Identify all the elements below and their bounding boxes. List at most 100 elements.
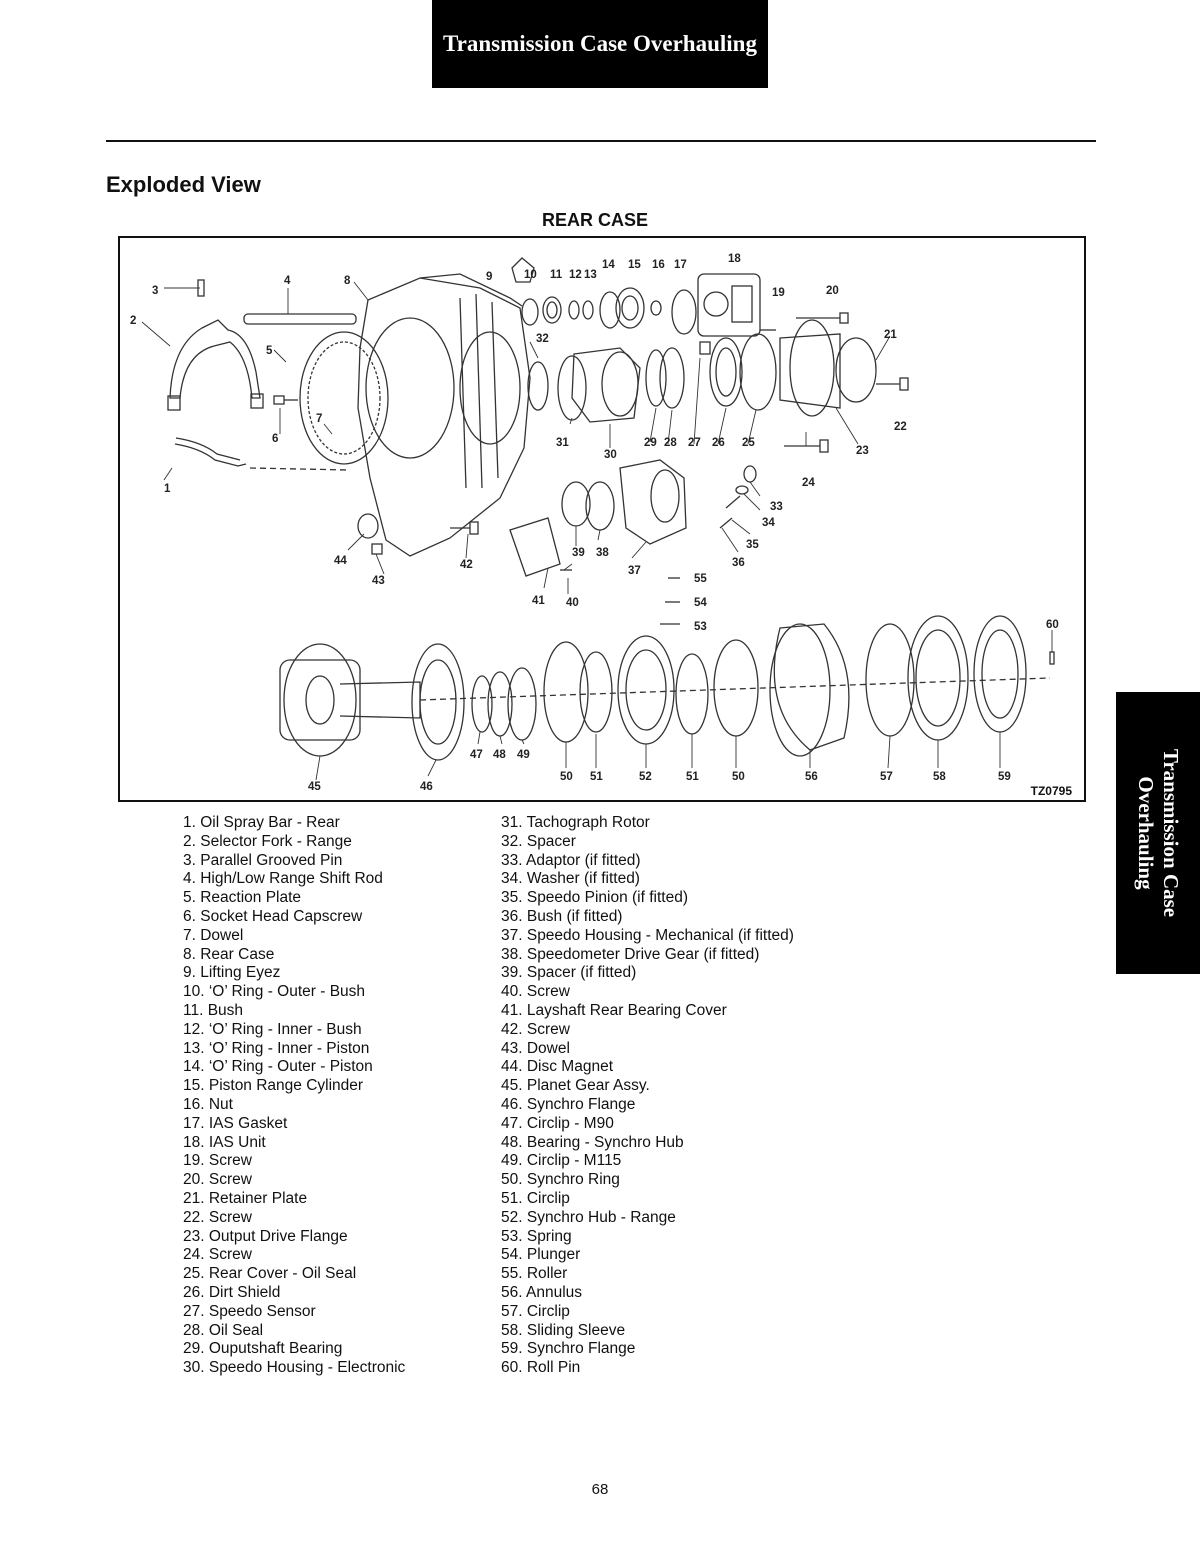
parts-list-item: 31. Tachograph Rotor (501, 814, 650, 831)
speedo-sensor (699, 341, 711, 355)
callout-22: 22 (894, 421, 907, 433)
parts-list-left: 1. Oil Spray Bar - Rear 2. Selector Fork… (183, 814, 405, 1378)
parts-list-item: 43. Dowel (501, 1039, 570, 1057)
exploded-view-figure: 1 2 3 4 5 6 7 8 9 10 11 12 13 14 15 16 1… (118, 236, 1086, 802)
callout-34: 34 (762, 517, 775, 529)
parts-list-item: 49. Circlip - M115 (501, 1152, 622, 1170)
callout-56: 56 (805, 771, 818, 783)
callout-18: 18 (728, 253, 741, 265)
section-title: Exploded View (106, 172, 261, 197)
parts-list-item: 22. Screw (183, 1208, 252, 1226)
parts-list-item: 50. Synchro Ring (501, 1171, 620, 1189)
shift-rod (243, 313, 357, 325)
callout-41: 41 (532, 595, 545, 607)
parts-list-item: 33. Adaptor (if fitted) (501, 851, 641, 869)
callout-48: 48 (493, 749, 506, 761)
parts-list-item: 35. Speedo Pinion (if fitted) (501, 889, 688, 907)
parts-list-item: 15. Piston Range Cylinder (183, 1077, 364, 1095)
callout-25: 25 (742, 437, 755, 449)
callout-51b: 51 (686, 771, 699, 783)
figure-code: TZ0795 (1030, 784, 1072, 798)
callout-57: 57 (880, 771, 893, 783)
annulus (773, 623, 850, 751)
callout-53: 53 (694, 621, 707, 633)
parts-list-item: 23. Output Drive Flange (183, 1227, 348, 1245)
parts-list-item: 20. Screw (183, 1171, 252, 1189)
callout-9: 9 (486, 271, 492, 283)
parts-list-item: 26. Dirt Shield (183, 1283, 281, 1301)
header-rule (106, 140, 1096, 142)
callout-12: 12 (569, 269, 582, 281)
callout-7: 7 (316, 413, 322, 425)
parts-list-item: 45. Planet Gear Assy. (501, 1077, 650, 1095)
parts-list-item: 48. Bearing - Synchro Hub (501, 1133, 684, 1151)
oil-spray-bar (174, 443, 247, 467)
callout-31: 31 (556, 437, 569, 449)
callout-4: 4 (284, 275, 291, 287)
callout-23: 23 (856, 445, 869, 457)
parts-list-item: 18. IAS Unit (183, 1133, 266, 1151)
header-tab: Transmission Case Overhauling (432, 0, 768, 88)
callout-42: 42 (460, 559, 473, 571)
parts-list-item: 46. Synchro Flange (501, 1095, 636, 1113)
callout-1: 1 (164, 483, 171, 495)
callout-29: 29 (644, 437, 657, 449)
parts-list-item: 10. ‘O’ Ring - Outer - Bush (183, 983, 366, 1001)
callout-50b: 50 (732, 771, 745, 783)
parts-list-item: 13. ‘O’ Ring - Inner - Piston (183, 1039, 370, 1057)
ias-unit (697, 273, 761, 337)
parts-list-item: 17. IAS Gasket (183, 1114, 288, 1132)
callout-10: 10 (524, 269, 537, 281)
parts-list-item: 59. Synchro Flange (501, 1340, 636, 1358)
parts-list-item: 2. Selector Fork - Range (183, 832, 352, 850)
parts-list-item: 32. Spacer (501, 832, 576, 850)
callout-20: 20 (826, 285, 839, 297)
parts-list-item: 44. Disc Magnet (501, 1058, 613, 1076)
reaction-plate (299, 331, 389, 465)
callout-55: 55 (694, 573, 707, 585)
callout-39: 39 (572, 547, 585, 559)
parts-list-item: 56. Annulus (501, 1283, 583, 1301)
parts-list-item: 41. Layshaft Rear Bearing Cover (501, 1001, 727, 1019)
selector-fork (169, 319, 261, 399)
sliding-sleeve (907, 615, 969, 741)
callout-43: 43 (372, 575, 385, 587)
figure-title: REAR CASE (541, 210, 648, 230)
parts-list-item: 53. Spring (501, 1227, 572, 1245)
callout-11: 11 (550, 269, 563, 281)
callout-2: 2 (130, 315, 136, 327)
parts-list-item: 42. Screw (501, 1020, 570, 1038)
parts-list-item: 1. Oil Spray Bar - Rear (183, 814, 340, 831)
parts-list-item: 8. Rear Case (183, 945, 275, 963)
callout-19: 19 (772, 287, 785, 299)
callout-58: 58 (933, 771, 946, 783)
callout-labels: 1 2 3 4 5 6 7 8 9 10 11 12 13 14 15 16 1… (130, 253, 1059, 793)
parts-list-item: 21. Retainer Plate (183, 1189, 308, 1207)
parts-list-item: 58. Sliding Sleeve (501, 1321, 626, 1339)
callout-51a: 51 (590, 771, 603, 783)
callout-38: 38 (596, 547, 609, 559)
callout-33: 33 (770, 501, 783, 513)
planet-gear-assembly (283, 643, 357, 757)
callout-5: 5 (266, 345, 273, 357)
parts-list-item: 19. Screw (183, 1152, 252, 1170)
callout-27: 27 (688, 437, 701, 449)
parts-list-item: 9. Lifting Eyez (183, 964, 281, 982)
parts-list-item: 52. Synchro Hub - Range (501, 1208, 676, 1226)
callout-46: 46 (420, 781, 433, 793)
lifting-eye (511, 257, 535, 283)
parts-list-item: 34. Washer (if fitted) (501, 870, 640, 888)
parts-list-item: 60. Roll Pin (501, 1359, 581, 1377)
output-drive-flange (789, 319, 835, 417)
callout-50a: 50 (560, 771, 573, 783)
parts-list-item: 28. Oil Seal (183, 1321, 264, 1339)
side-tab-line-2: Overhauling (1134, 776, 1158, 890)
parts-list-item: 54. Plunger (501, 1246, 581, 1264)
synchro-flange-46 (411, 643, 465, 761)
callout-35: 35 (746, 539, 759, 551)
parts-list-item: 14. ‘O’ Ring - Outer - Piston (183, 1058, 373, 1076)
retainer-plate (835, 337, 877, 403)
callout-21: 21 (884, 329, 897, 341)
